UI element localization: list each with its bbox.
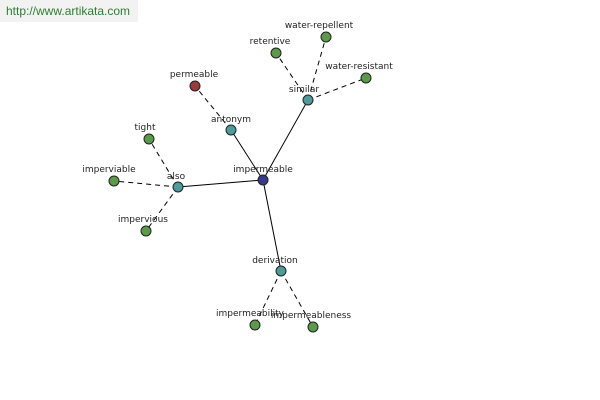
- node-circle-impermeability[interactable]: [249, 319, 261, 331]
- edge-impermeable-antonym: [230, 129, 264, 181]
- node-label-imperviable: imperviable: [82, 165, 136, 175]
- edge-also-impervious: [145, 186, 179, 232]
- node-circle-impervious[interactable]: [140, 225, 152, 237]
- node-label-impermeability: impermeability: [216, 309, 285, 319]
- node-circle-retentive[interactable]: [270, 47, 282, 59]
- edge-derivation-impermeability: [254, 270, 282, 326]
- node-circle-imperviable[interactable]: [108, 175, 120, 187]
- edge-also-tight: [148, 138, 179, 188]
- edge-similar-retentive: [275, 52, 309, 101]
- node-similar[interactable]: similar: [289, 85, 319, 106]
- node-label-water-resistant: water-resistant: [325, 62, 393, 72]
- node-water-resistant[interactable]: water-resistant: [325, 62, 393, 84]
- node-impermeable[interactable]: impermeable: [233, 165, 293, 186]
- node-label-impermeable: impermeable: [233, 165, 293, 175]
- node-tight[interactable]: tight: [135, 123, 156, 145]
- node-label-antonym: antonym: [211, 115, 251, 125]
- node-permeable[interactable]: permeable: [170, 70, 219, 92]
- edge-antonym-permeable: [194, 85, 232, 131]
- node-label-tight: tight: [135, 123, 156, 133]
- edge-also-imperviable: [113, 180, 179, 188]
- node-impermeability[interactable]: impermeability: [216, 309, 285, 331]
- node-label-also: also: [167, 172, 186, 182]
- node-circle-derivation[interactable]: [275, 265, 287, 277]
- node-impervious[interactable]: impervious: [118, 215, 168, 237]
- nodes-layer: impermeable similar antonym also derivation w…: [82, 21, 393, 333]
- node-also[interactable]: also: [167, 172, 186, 193]
- node-antonym[interactable]: antonym: [211, 115, 251, 136]
- node-circle-water-resistant[interactable]: [360, 72, 372, 84]
- node-label-permeable: permeable: [170, 70, 219, 80]
- node-circle-impermeable[interactable]: [257, 174, 269, 186]
- edge-impermeable-similar: [262, 99, 309, 181]
- node-circle-impermeableness[interactable]: [307, 321, 319, 333]
- node-label-impervious: impervious: [118, 215, 168, 225]
- edge-impermeable-derivation: [262, 179, 282, 272]
- node-circle-permeable[interactable]: [189, 80, 201, 92]
- node-label-derivation: derivation: [252, 256, 298, 266]
- edge-derivation-impermeableness: [280, 270, 314, 328]
- node-label-water-repellent: water-repellent: [285, 21, 354, 31]
- node-circle-antonym[interactable]: [225, 124, 237, 136]
- edge-similar-water-resistant: [307, 77, 367, 101]
- node-retentive[interactable]: retentive: [250, 37, 291, 59]
- node-circle-water-repellent[interactable]: [320, 31, 332, 43]
- node-label-impermeableness: impermeableness: [271, 311, 352, 321]
- node-impermeableness[interactable]: impermeableness: [271, 311, 352, 333]
- node-water-repellent[interactable]: water-repellent: [285, 21, 354, 43]
- node-derivation[interactable]: derivation: [252, 256, 298, 277]
- watermark-url: http://www.artikata.com: [0, 0, 138, 22]
- node-imperviable[interactable]: imperviable: [82, 165, 136, 187]
- edge-impermeable-also: [177, 179, 264, 188]
- node-circle-similar[interactable]: [302, 94, 314, 106]
- edge-similar-water-repellent: [307, 36, 327, 101]
- node-circle-tight[interactable]: [143, 133, 155, 145]
- node-circle-also[interactable]: [172, 181, 184, 193]
- node-label-similar: similar: [289, 85, 319, 95]
- node-label-retentive: retentive: [250, 37, 291, 47]
- edges-layer: [113, 36, 367, 328]
